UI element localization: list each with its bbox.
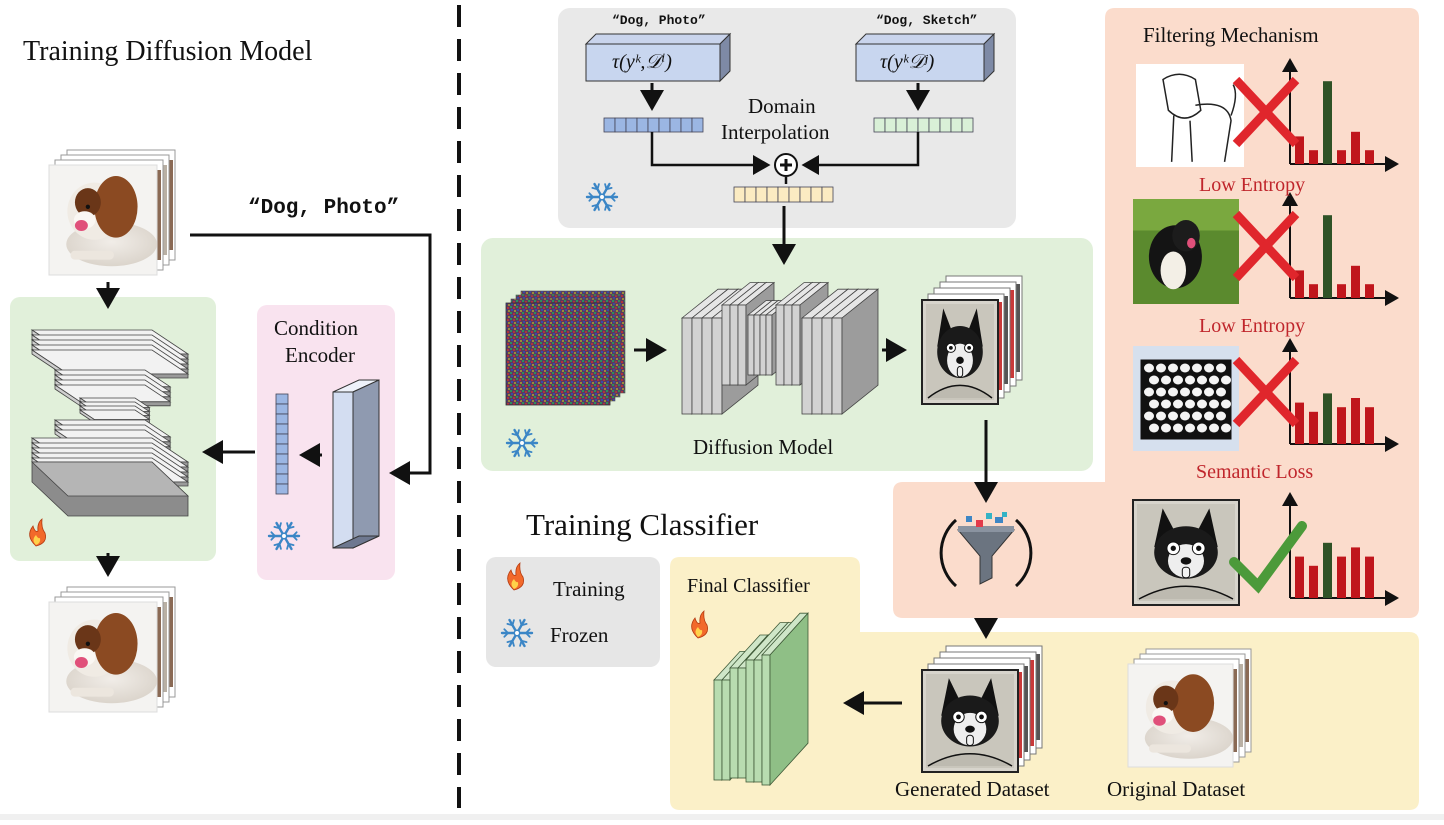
filter-chart-bar — [1295, 136, 1304, 164]
filter-row — [1133, 192, 1399, 306]
bottom-strip — [0, 814, 1444, 820]
filter-caption-3: Semantic Loss — [1196, 461, 1314, 483]
interp-label-line2: Interpolation — [721, 120, 830, 144]
diffusion-unet — [680, 281, 880, 415]
classifier-title: Training Classifier — [526, 507, 759, 542]
snowflake-icon — [585, 182, 619, 212]
original-dataset-stack — [1127, 648, 1252, 768]
filter-chart-bar — [1323, 393, 1332, 444]
filter-row — [1136, 58, 1399, 172]
text-encoder-box-sketch — [854, 32, 996, 83]
fire-icon — [691, 610, 708, 639]
filter-chart-bar — [1337, 150, 1346, 164]
filter-chart-bar — [1365, 150, 1374, 164]
cross-icon — [1232, 210, 1300, 282]
original-dataset-label: Original Dataset — [1107, 777, 1246, 801]
filter-rows — [1132, 58, 1399, 606]
filter-thumbnail — [1133, 346, 1239, 451]
arrow-green-to-sum — [801, 132, 920, 175]
arrow-prompt-to-encoder — [190, 233, 432, 485]
cross-icon — [1232, 356, 1300, 428]
filter-chart-bar — [1295, 556, 1304, 598]
fire-icon — [29, 518, 46, 547]
filter-chart-bar — [1323, 542, 1332, 598]
legend-frozen: Frozen — [550, 623, 609, 647]
filter-chart-bar — [1309, 411, 1318, 444]
diffusion-label: Diffusion Model — [693, 435, 834, 459]
filter-caption-2: Low Entropy — [1199, 315, 1306, 337]
filter-chart-bar — [1351, 265, 1360, 298]
filter-chart-bar — [1309, 150, 1318, 164]
output-photo-stack — [48, 586, 176, 713]
fire-icon — [507, 562, 524, 591]
generated-dataset-label: Generated Dataset — [895, 777, 1050, 801]
filter-chart-bar — [1351, 547, 1360, 598]
noise-image-stack — [505, 290, 626, 406]
filter-chart-bar — [1365, 284, 1374, 298]
filter-chart-bar — [1351, 398, 1360, 444]
filter-chart-bar — [1351, 131, 1360, 164]
prompt-sketch: “Dog, Sketch” — [876, 13, 978, 28]
legend-training: Training — [553, 577, 625, 601]
filter-chart-bar — [1295, 270, 1304, 298]
left-prompt: “Dog, Photo” — [248, 197, 400, 220]
arrow-blue-to-sum — [650, 132, 771, 175]
condition-vector — [275, 393, 289, 495]
snowflake-icon — [267, 521, 301, 551]
filter-chart-bar — [1365, 407, 1374, 444]
filter-row — [1132, 492, 1399, 606]
condition-encoder-block — [332, 379, 380, 549]
interpolated-embedding-vector — [733, 186, 834, 203]
filter-thumbnail — [1133, 199, 1239, 304]
check-icon — [1229, 521, 1307, 594]
filter-chart-bar — [1309, 565, 1318, 598]
final-classifier-net — [713, 612, 809, 787]
filter-chart-bar — [1337, 556, 1346, 598]
left-title: Training Diffusion Model — [23, 36, 313, 67]
filter-chart-bar — [1295, 402, 1304, 444]
encoder-label-line1: Condition — [274, 316, 359, 340]
formula-photo: τ(yᵏ,𝒟ⁱ) — [612, 51, 672, 73]
funnel-icon — [939, 512, 1033, 588]
text-encoder-box-photo — [584, 32, 732, 83]
plus-icon — [774, 153, 798, 177]
filter-title: Filtering Mechanism — [1143, 23, 1319, 47]
final-classifier-label: Final Classifier — [687, 575, 810, 597]
encoder-label-line2: Encoder — [285, 343, 355, 367]
filter-chart-bar — [1323, 215, 1332, 298]
photo-embedding-vector — [603, 117, 704, 133]
cross-icon — [1232, 76, 1300, 148]
filter-caption-1: Low Entropy — [1199, 174, 1306, 196]
generated-dataset-stack — [921, 645, 1043, 773]
unet-stack — [30, 329, 190, 517]
filter-salmon-panel — [893, 8, 1419, 618]
filter-thumbnail — [1132, 499, 1240, 606]
filter-chart-bar — [1323, 81, 1332, 164]
legend-panel — [486, 557, 660, 667]
filter-row — [1133, 338, 1399, 452]
snowflake-icon — [500, 618, 534, 648]
filter-chart-bar — [1337, 284, 1346, 298]
snowflake-icon — [505, 428, 539, 458]
filter-chart-bar — [1365, 556, 1374, 598]
generated-sketch-stack — [921, 275, 1023, 405]
filter-chart-bar — [1337, 407, 1346, 444]
filter-chart-bar — [1309, 284, 1318, 298]
interp-label-line1: Domain — [748, 94, 816, 118]
filter-thumbnail — [1136, 64, 1244, 167]
sketch-embedding-vector — [873, 117, 974, 133]
input-photo-stack — [48, 149, 176, 276]
prompt-photo: “Dog, Photo” — [612, 13, 706, 28]
formula-sketch: τ(yᵏ𝒟ʲ) — [880, 51, 935, 73]
